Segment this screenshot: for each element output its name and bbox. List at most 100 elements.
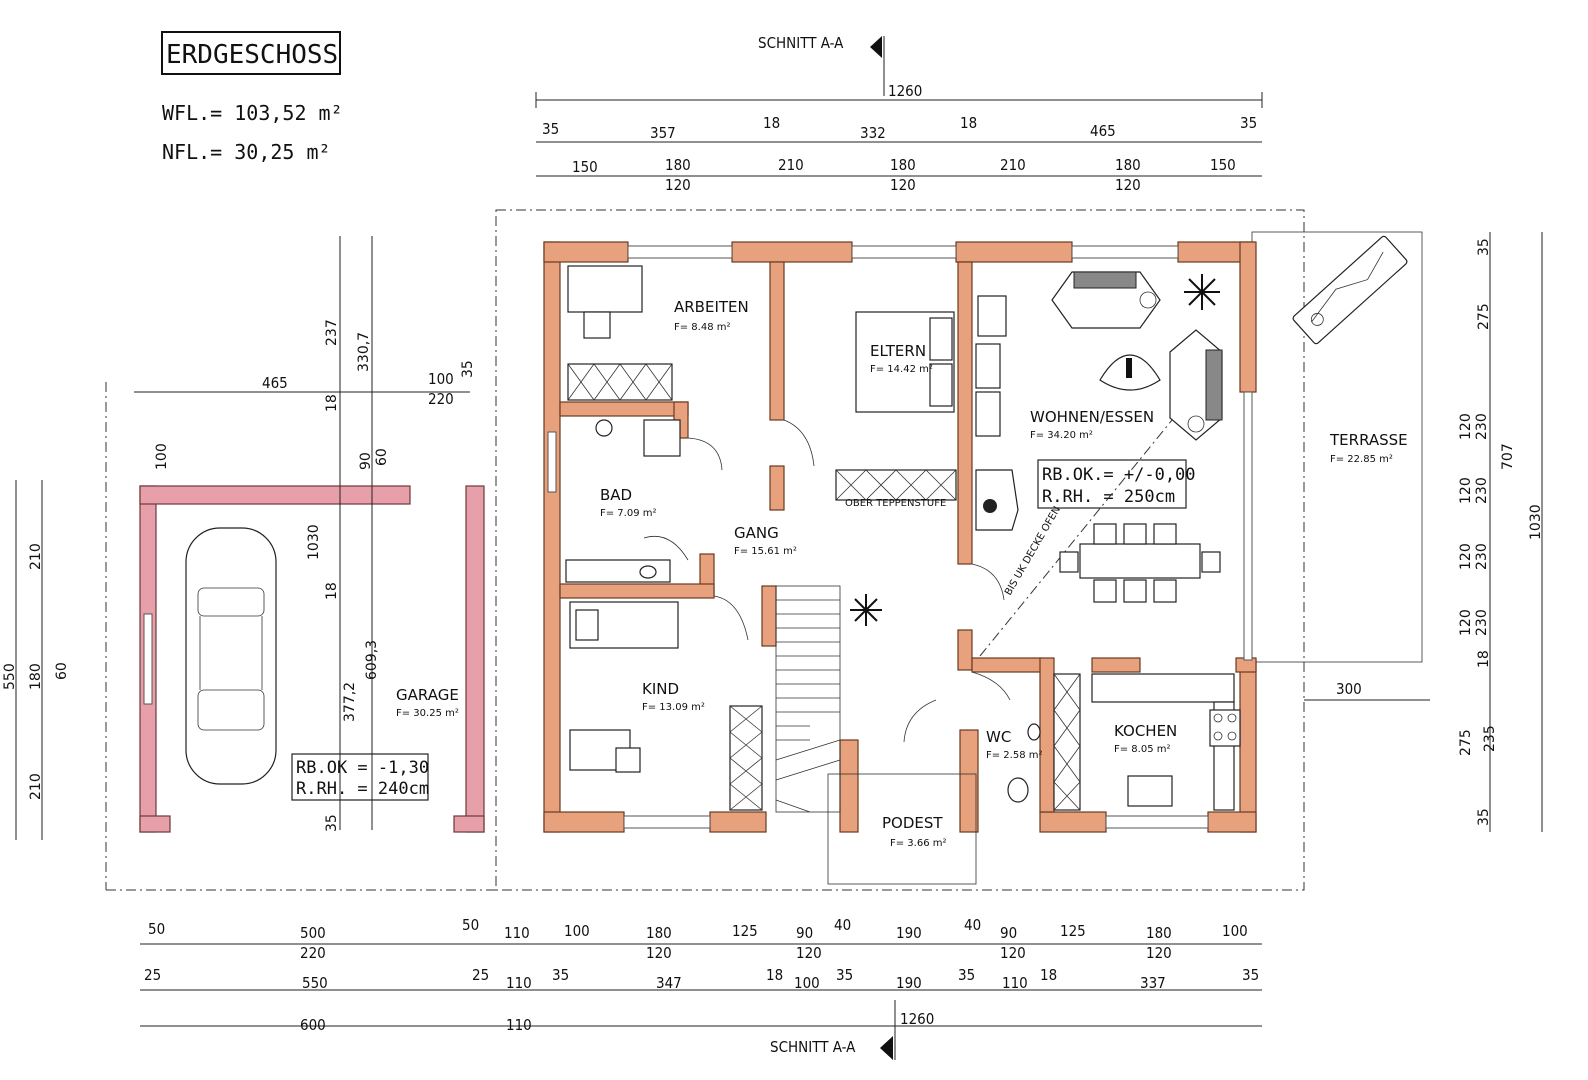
bad-area: F= 7.09 m² bbox=[600, 508, 657, 519]
bdim2-2: 25 bbox=[472, 966, 489, 984]
top-dimensions: 1260 35 357 18 332 18 465 35 150 180 120… bbox=[535, 82, 1263, 194]
dim-top-r2b-1: 120 bbox=[890, 176, 916, 194]
dim-top-r2b-2: 120 bbox=[1115, 176, 1141, 194]
dim-top-r2-1: 180 bbox=[665, 156, 691, 174]
bdim1-14: 100 bbox=[1222, 922, 1248, 940]
staircase bbox=[775, 585, 841, 813]
gdim-4: 237 bbox=[324, 319, 340, 346]
rdim-16: 300 bbox=[1336, 680, 1362, 698]
gdim-12: 609,3 bbox=[364, 640, 380, 680]
wardrobe-kind bbox=[729, 705, 763, 811]
gdim-8: 90 bbox=[358, 452, 374, 470]
bdim2-8: 35 bbox=[836, 966, 853, 984]
right-dimensions: 35 275 120 230 707 120 230 1030 120 230 … bbox=[1304, 232, 1544, 832]
rdim-13: 275 bbox=[1458, 729, 1474, 756]
dim-top-r2-5: 180 bbox=[1115, 156, 1141, 174]
shower-icon bbox=[643, 419, 681, 457]
wardrobe-eltern bbox=[835, 469, 957, 501]
sofa-right-icon bbox=[1169, 329, 1223, 441]
nfl-text: NFL.= 30,25 m² bbox=[162, 140, 331, 164]
outer-boundary bbox=[495, 209, 1305, 891]
bdim1-2: 50 bbox=[462, 916, 479, 934]
bdim2-4: 35 bbox=[552, 966, 569, 984]
plant-icon bbox=[850, 594, 882, 626]
arbeiten-area: F= 8.48 m² bbox=[674, 322, 731, 333]
fl-dim-3: 60 bbox=[54, 662, 70, 680]
wfl-text: WFL.= 103,52 m² bbox=[162, 101, 343, 125]
gdim-2: 220 bbox=[428, 390, 454, 408]
bdim1-11: 90 bbox=[1000, 924, 1017, 942]
section-arrow-bottom-icon bbox=[880, 1036, 893, 1060]
far-left-dimensions: 210 550 180 60 210 bbox=[2, 480, 70, 840]
bdim1-0: 50 bbox=[148, 920, 165, 938]
eltern-name: ELTERN bbox=[870, 342, 926, 360]
rdim-2: 120 bbox=[1458, 413, 1474, 440]
terrasse-name: TERRASSE bbox=[1329, 431, 1408, 449]
rdim-15: 35 bbox=[1476, 808, 1492, 826]
dim-top-r2-0: 150 bbox=[572, 158, 598, 176]
rdim-10: 120 bbox=[1458, 609, 1474, 636]
kochen-area: F= 8.05 m² bbox=[1114, 744, 1171, 755]
dim-top-r1-1: 357 bbox=[650, 124, 676, 142]
stove-icon bbox=[1209, 709, 1241, 747]
car-icon bbox=[185, 527, 277, 785]
rdim-3: 230 bbox=[1474, 413, 1490, 440]
bdim2-0: 25 bbox=[144, 966, 161, 984]
fl-dim-4: 210 bbox=[28, 773, 44, 800]
bdim2-5: 347 bbox=[656, 974, 682, 992]
gang-name: GANG bbox=[734, 524, 779, 542]
bdim1-5: 180 bbox=[646, 924, 672, 942]
kind-name: KIND bbox=[642, 680, 679, 698]
rdim-0: 35 bbox=[1476, 238, 1492, 256]
kind-area: F= 13.09 m² bbox=[642, 702, 705, 713]
dim-top-r1-4: 18 bbox=[960, 114, 977, 132]
bad-name: BAD bbox=[600, 486, 632, 504]
bdim1-9: 190 bbox=[896, 924, 922, 942]
bdim1-8: 40 bbox=[834, 916, 851, 934]
garage-walls bbox=[139, 485, 485, 833]
bdim3-2: 1260 bbox=[900, 1010, 934, 1028]
sofa-top-icon bbox=[1051, 271, 1161, 329]
wc-area: F= 2.58 m² bbox=[986, 750, 1043, 761]
fl-dim-2: 180 bbox=[28, 663, 44, 690]
gdim-11: 18 bbox=[324, 582, 340, 600]
rdim-7: 1030 bbox=[1528, 504, 1544, 540]
gdim-5: 330,7 bbox=[356, 332, 372, 372]
dim-top-r1-0: 35 bbox=[542, 120, 559, 138]
bdim2-9: 190 bbox=[896, 974, 922, 992]
bdim2-11: 110 bbox=[1002, 974, 1028, 992]
bdim1b-0: 220 bbox=[300, 944, 326, 962]
gdim-1: 100 bbox=[428, 370, 454, 388]
section-label-bottom: SCHNITT A-A bbox=[770, 1038, 856, 1056]
dim-top-r2-4: 210 bbox=[1000, 156, 1026, 174]
bdim2-13: 337 bbox=[1140, 974, 1166, 992]
bdim1b-4: 120 bbox=[1146, 944, 1172, 962]
house-walls bbox=[543, 241, 1257, 833]
bdim1b-2: 120 bbox=[796, 944, 822, 962]
dim-top-r2-6: 150 bbox=[1210, 156, 1236, 174]
bdim2-1: 550 bbox=[302, 974, 328, 992]
bdim2-10: 35 bbox=[958, 966, 975, 984]
title-box bbox=[161, 31, 341, 75]
podest-name: PODEST bbox=[882, 814, 943, 832]
plan-title: ERDGESCHOSS bbox=[166, 40, 338, 70]
rb-house-1: RB.OK.= +/-0,00 bbox=[1042, 465, 1196, 485]
gdim-10: 1030 bbox=[306, 524, 322, 560]
sun-lounger-icon bbox=[1292, 235, 1408, 345]
garage-name: GARAGE bbox=[396, 686, 459, 704]
bdim1-6: 125 bbox=[732, 922, 758, 940]
rb-garage-2: R.RH. = 240cm bbox=[296, 779, 429, 799]
bdim2-7: 100 bbox=[794, 974, 820, 992]
dim-top-r2b-0: 120 bbox=[665, 176, 691, 194]
door-swings bbox=[643, 419, 1011, 743]
bdim2-6: 18 bbox=[766, 966, 783, 984]
bdim1b-3: 120 bbox=[1000, 944, 1026, 962]
plant-living-icon bbox=[1184, 274, 1220, 310]
dim-top-r1-2: 18 bbox=[763, 114, 780, 132]
dim-top-r1-3: 332 bbox=[860, 124, 886, 142]
terrasse-area: F= 22.85 m² bbox=[1330, 454, 1393, 465]
bdim3-0: 600 bbox=[300, 1016, 326, 1034]
desk-chair-icon bbox=[583, 311, 611, 339]
podest-area: F= 3.66 m² bbox=[890, 838, 947, 849]
